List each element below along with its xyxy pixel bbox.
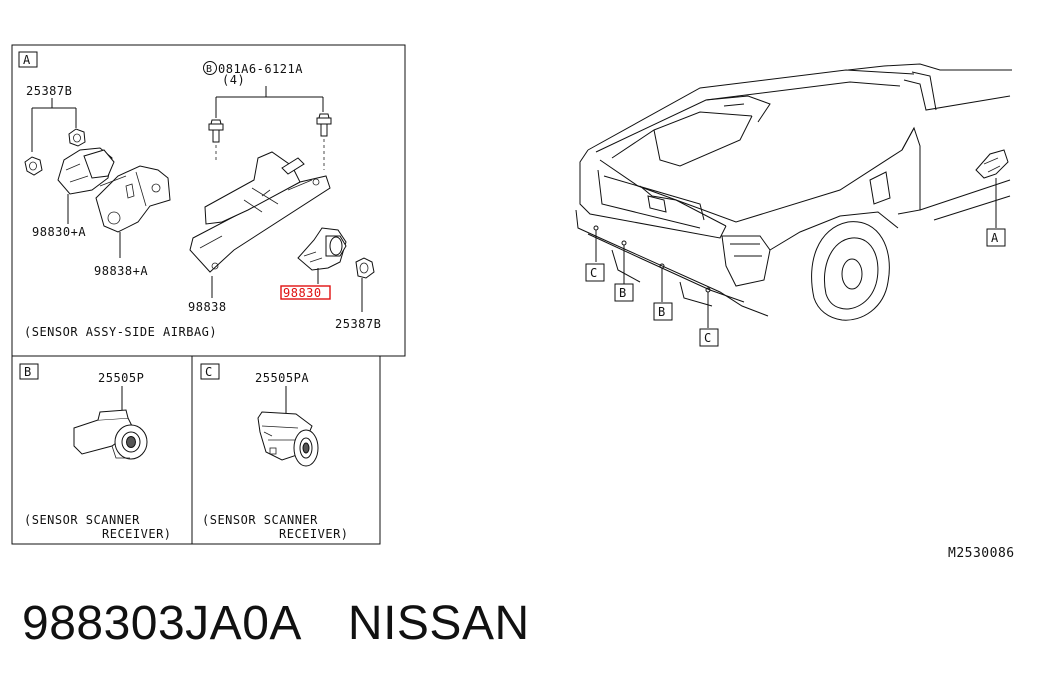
bolt-spec-prefix: B <box>206 64 213 75</box>
panel-b-caption-2: RECEIVER) <box>102 527 172 541</box>
panel-c-caption-2: RECEIVER) <box>279 527 349 541</box>
callout-box-b-2 <box>653 302 673 321</box>
sensor-a-label: 98830+A <box>32 225 86 239</box>
callout-b-1: B <box>619 286 627 300</box>
bolt-right <box>316 113 332 170</box>
panel-a-frame <box>11 44 406 357</box>
callout-box-b-1 <box>614 283 634 302</box>
callout-box-c-2 <box>699 328 719 347</box>
nut-top-left <box>24 156 43 176</box>
callout-c-1: C <box>590 266 598 280</box>
nut-bottom <box>355 257 375 279</box>
bolt-spec-symbol <box>203 61 217 75</box>
bracket-label: 98838 <box>188 300 227 314</box>
bolt-spec-label: 081A6-6121A <box>218 62 303 76</box>
bolt-left <box>208 119 224 160</box>
callout-box-c-1 <box>585 263 605 282</box>
nut-top-leaders <box>31 98 77 152</box>
panel-b-frame <box>11 355 193 545</box>
panel-a-tag-box <box>18 51 38 68</box>
sensor-98830 <box>297 227 347 271</box>
sensor-25505pa <box>257 411 319 467</box>
bolt-qty-label: (4) <box>222 73 245 87</box>
footer-part-number: 988303JA0A <box>22 597 302 650</box>
callout-a: A <box>991 231 999 245</box>
highlight-box <box>280 285 331 300</box>
footer-brand: NISSAN <box>347 597 530 650</box>
nut-top-right <box>68 128 86 147</box>
panel-c-tag-box <box>200 363 220 380</box>
footer-caption: 988303JA0A NISSAN <box>22 596 576 651</box>
callout-c-2: C <box>704 331 712 345</box>
sensor-25505p <box>73 409 148 460</box>
bolt-leader-lines <box>215 86 324 118</box>
bracket-a-label: 98838+A <box>94 264 148 278</box>
callout-b-2: B <box>658 305 666 319</box>
vehicle-outline <box>575 63 1012 321</box>
panel-b-caption-1: (SENSOR SCANNER <box>24 513 140 527</box>
panel-a-tag: A <box>23 53 31 67</box>
panel-b-tag: B <box>24 365 32 379</box>
bracket-98838-a <box>95 165 171 233</box>
nut-bottom-label: 25387B <box>335 317 381 331</box>
panel-a-caption: (SENSOR ASSY-SIDE AIRBAG) <box>24 325 217 339</box>
bracket-98838 <box>189 151 331 273</box>
sensor-highlight-label: 98830 <box>283 286 322 300</box>
sensor-98830-a <box>57 147 115 195</box>
panel-c-caption-1: (SENSOR SCANNER <box>202 513 318 527</box>
panel-b-part-label: 25505P <box>98 371 144 385</box>
panel-c-part-label: 25505PA <box>255 371 309 385</box>
panel-c-tag: C <box>205 365 213 379</box>
callout-box-a <box>986 228 1006 247</box>
vehicle-callout-leaders <box>593 178 997 328</box>
nut-top-label: 25387B <box>26 84 72 98</box>
panel-b-tag-box <box>19 363 39 380</box>
diagram-id: M2530086 <box>948 546 1015 561</box>
